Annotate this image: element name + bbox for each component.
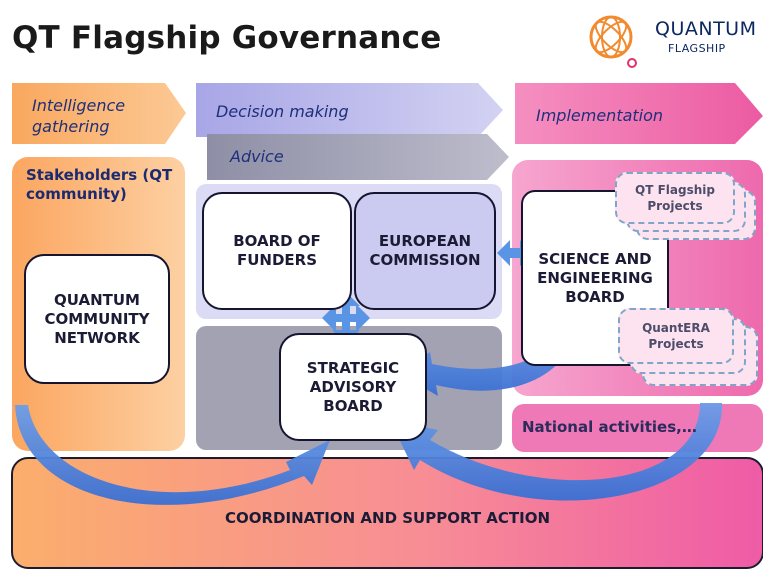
seb-label: SCIENCE AND ENGINEERING BOARD bbox=[537, 249, 653, 306]
phase-intelligence-label: Intelligence gathering bbox=[32, 96, 126, 136]
ec-label: EUROPEAN COMMISSION bbox=[369, 232, 481, 269]
page-title: QT Flagship Governance bbox=[12, 20, 442, 56]
quantum-logo-icon bbox=[589, 15, 637, 68]
stakeholders-label: Stakeholders (QT community) bbox=[26, 166, 173, 203]
phase-implementation-label: Implementation bbox=[536, 106, 664, 125]
bof-label: BOARD OF FUNDERS bbox=[233, 232, 321, 269]
sab-label: STRATEGIC ADVISORY BOARD bbox=[306, 358, 400, 415]
sab-node: STRATEGIC ADVISORY BOARD bbox=[279, 333, 427, 441]
qtf-project-label: QT Flagship Projects bbox=[635, 183, 715, 213]
implementation-arrow bbox=[515, 83, 763, 144]
csa-label: COORDINATION AND SUPPORT ACTION bbox=[224, 509, 551, 527]
phase-decision-label: Decision making bbox=[216, 102, 349, 121]
phase-advice-label: Advice bbox=[230, 147, 284, 166]
decision-arrow bbox=[196, 83, 503, 137]
qtf-project-card: QT Flagship Projects bbox=[615, 172, 735, 224]
ec-node: EUROPEAN COMMISSION bbox=[354, 192, 496, 310]
bof-node: BOARD OF FUNDERS bbox=[202, 192, 352, 310]
cross-arrow-icon bbox=[322, 292, 370, 344]
qcn-node: QUANTUM COMMUNITY NETWORK bbox=[24, 254, 170, 384]
national-activities-label: National activities,… bbox=[522, 418, 697, 436]
intelligence-arrow bbox=[12, 83, 186, 144]
qcn-label: QUANTUM COMMUNITY NETWORK bbox=[44, 290, 150, 347]
advice-arrow bbox=[207, 134, 509, 180]
logo-word: QUANTUM bbox=[655, 18, 757, 40]
seb-to-sab-arrow bbox=[402, 318, 578, 396]
quantera-project-label: QuantERA Projects bbox=[642, 321, 710, 351]
logo-sub: FLAGSHIP bbox=[668, 42, 726, 55]
quantera-project-card: QuantERA Projects bbox=[618, 308, 734, 364]
qcn-to-sab-arrow bbox=[15, 405, 330, 505]
national-to-sab-arrow bbox=[390, 403, 723, 501]
